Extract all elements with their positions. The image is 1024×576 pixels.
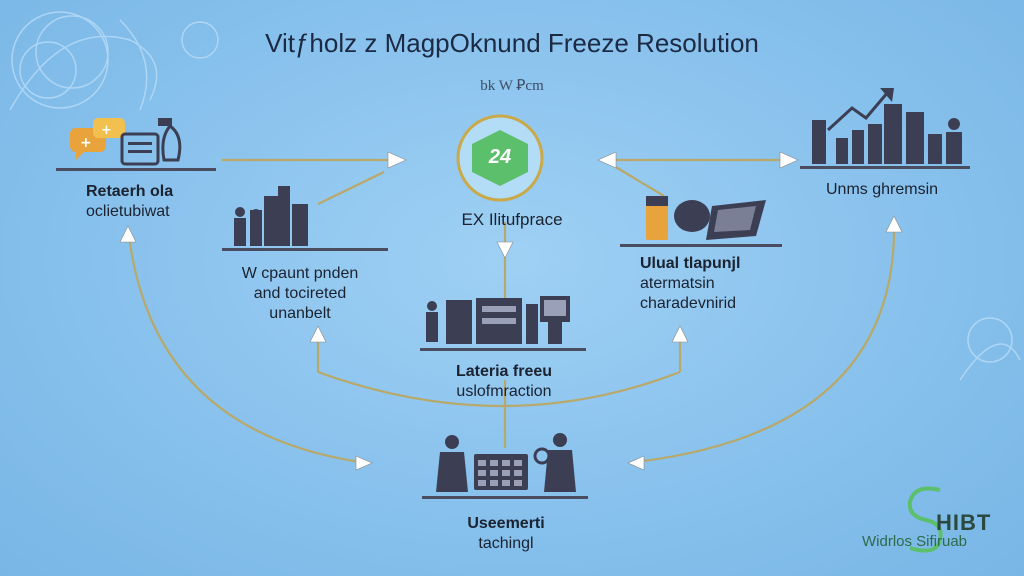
growth-city-icon: [812, 88, 962, 164]
arrowhead: [627, 455, 645, 471]
team-workstation-icon: [436, 433, 576, 492]
logo-s-mark: [907, 486, 943, 553]
people-buildings-icon: [234, 186, 308, 246]
node-top-left-caption: oclietubiwat: [86, 203, 170, 220]
node-bottom-caption: tachingl: [478, 535, 534, 552]
arrowhead: [309, 325, 327, 343]
hub-label: EX Ιlitufprace: [461, 210, 563, 229]
office-desk-icon: [120, 118, 182, 166]
node-mid-left-line3: unanbelt: [269, 305, 331, 322]
node-mid-right-line2: atermatsin: [640, 275, 715, 292]
node-mid-left-line2: and tocireted: [253, 285, 347, 302]
node-mid-right-title: Ulual tlapunjl: [640, 255, 741, 272]
arrowhead: [496, 241, 514, 259]
node-mid-left-line1: W cpaunt pnden: [241, 265, 359, 282]
arrowhead: [387, 151, 407, 169]
shelf-line: [222, 248, 388, 251]
hub-badge-label: 24: [488, 146, 512, 168]
arrowhead: [119, 225, 137, 243]
arrowhead: [885, 215, 903, 233]
arrowhead: [779, 151, 799, 169]
hub-node: [456, 114, 544, 202]
chat-bubbles-icon: + +: [70, 118, 125, 160]
arrowhead: [355, 455, 373, 471]
svg-text:+: +: [80, 135, 92, 151]
node-bottom: Useemerti tachingl: [412, 514, 600, 554]
node-center: Lateria freeu uslofmraction: [412, 362, 596, 402]
storage-devices-icon: [646, 196, 766, 240]
svg-text:+: +: [101, 123, 112, 138]
shelf-line: [800, 166, 970, 169]
node-mid-right: Ulual tlapunjl atermatsin charadevnirid: [640, 254, 740, 314]
shelf-line: [56, 168, 216, 171]
logo-tagline: Widrlos Sifiruab: [862, 533, 968, 550]
page-title: Vitƒholz z MagpOknund Freeze Resolution: [265, 28, 759, 58]
node-mid-left: W cpaunt pnden and tocireted unanbelt: [212, 264, 388, 324]
shelf-line: [620, 244, 782, 247]
page-subtitle: bk W Ꝑcm: [480, 78, 544, 94]
node-top-left: Retaerh ola oclietubiwat: [86, 182, 173, 222]
node-top-right-label: Unms ghremsin: [826, 181, 939, 198]
logo-wordmark: HIBT: [936, 510, 992, 535]
arrowhead: [671, 325, 689, 343]
shelf-line: [420, 348, 586, 351]
node-top-left-title: Retaerh ola: [86, 183, 174, 200]
node-bottom-title: Useemerti: [467, 515, 545, 532]
node-top-right: Unms ghremsin: [826, 180, 938, 200]
node-mid-right-line3: charadevnirid: [640, 295, 737, 312]
arrowhead: [597, 151, 617, 169]
factory-machines-icon: [426, 296, 570, 344]
shelf-line: [422, 496, 588, 499]
node-center-title: Lateria freeu: [455, 363, 553, 380]
hub-badge-shape: [472, 130, 528, 186]
node-center-caption: uslofmraction: [456, 383, 552, 400]
